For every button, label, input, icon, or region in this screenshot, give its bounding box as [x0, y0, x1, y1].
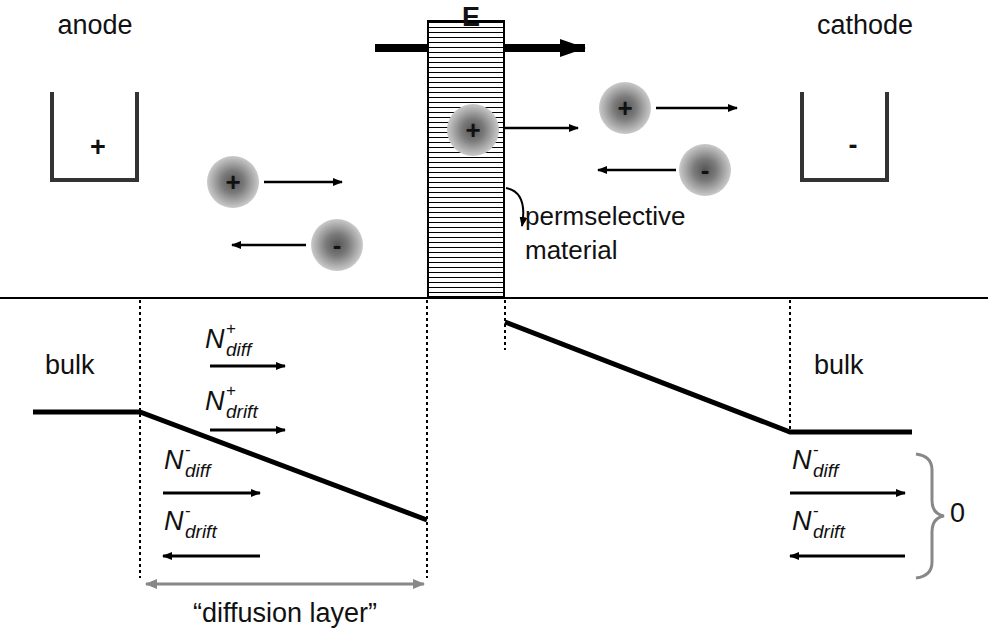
ion-charge: -: [333, 232, 342, 258]
leader-line: [506, 188, 523, 226]
flux-arrows: [163, 366, 905, 556]
flux-label: N: [205, 388, 225, 415]
ion-circle: +: [599, 82, 651, 134]
flux-label: +: [226, 320, 236, 337]
ion-circle: -: [311, 219, 363, 271]
flux-label: diff: [813, 461, 838, 480]
sum-label: 0: [950, 500, 965, 527]
part-label: cathode: [817, 12, 913, 39]
boundary-lines: [140, 300, 790, 578]
span-arrow: [146, 583, 424, 586]
flux-label: -: [813, 502, 819, 519]
part-label: permselective material: [525, 200, 675, 268]
flux-label: drift: [813, 522, 845, 541]
field-label: E: [462, 4, 480, 31]
flux-label: -: [185, 502, 191, 519]
flux-label: N: [792, 508, 812, 535]
flux-label: bulk: [45, 352, 95, 379]
permselective-membrane: permselective material+: [427, 20, 505, 298]
ion-circle: +: [207, 156, 259, 208]
flux-label: drift: [185, 522, 217, 541]
concentration-profile: [33, 322, 912, 520]
flux-label: bulk: [814, 352, 864, 379]
flux-label: diff: [185, 461, 210, 480]
flux-label: diff: [226, 340, 251, 359]
flux-label: N: [205, 326, 225, 353]
flux-label: +: [226, 382, 236, 399]
flux-label: N: [164, 508, 184, 535]
ion-circle: -: [679, 144, 731, 196]
electrode-vessel: anode +: [40, 6, 150, 188]
flux-label: -: [813, 441, 819, 458]
ion-circle: +: [447, 104, 499, 156]
ion-charge: +: [225, 169, 240, 195]
ion-charge: +: [617, 95, 632, 121]
ion-charge: -: [701, 157, 710, 183]
electrode-vessel: cathode-: [790, 6, 900, 188]
ion-charge: +: [465, 117, 480, 143]
electrode-sign: +: [90, 134, 106, 161]
electrode-sign: -: [849, 132, 858, 159]
flux-label: N: [164, 447, 184, 474]
flux-label: N: [792, 447, 812, 474]
part-label: anode: [57, 12, 132, 39]
brace: [916, 454, 944, 578]
flux-label: drift: [226, 402, 258, 421]
layer-label: “diffusion layer”: [193, 600, 377, 627]
flux-label: -: [185, 441, 191, 458]
